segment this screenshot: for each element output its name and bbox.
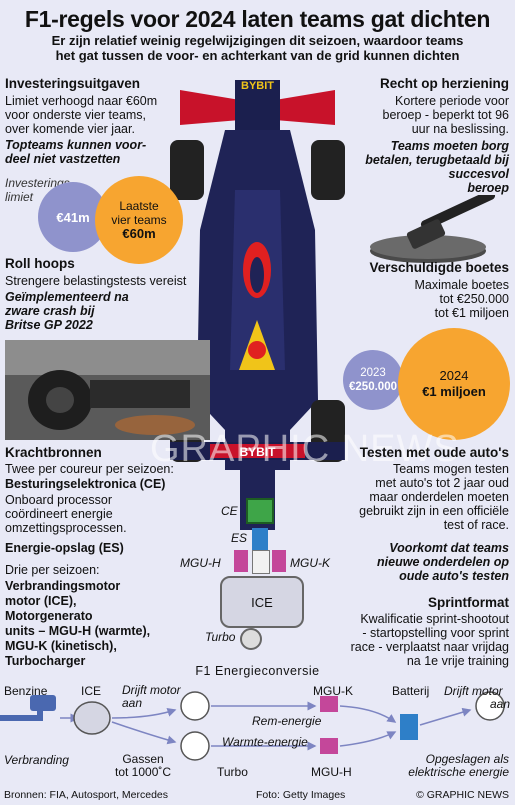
sprint-heading: Sprintformat [428,595,509,610]
invest-big-circle: Laatste vier teams €60m [95,176,183,264]
engine-es-label: ES [231,531,248,545]
mguk-icon [320,696,338,712]
gavel-icon [370,195,496,263]
power-line2: Drie per seizoen: [5,563,100,577]
testing-note: Voorkomt dat teams nieuwe onderdelen op … [377,541,509,583]
engine-ice-block: ICE [220,576,304,628]
flow-drijft1: Drijft motor aan [122,683,181,710]
mguk-unit-icon [272,550,286,572]
flow-mguk: MGU-K [313,684,353,698]
power-ce-text: Onboard processor coördineert energie om… [5,493,127,535]
fines-text: Maximale boetes tot €250.000 tot €1 milj… [414,278,510,320]
review-heading: Recht op herziening [379,76,509,91]
flow-opgeslagen: Opgeslagen als elektrische energie [408,752,509,779]
fuel-hose [0,708,43,721]
engine-turbo-label: Turbo [205,630,236,644]
fines-big-circle: 2024 €1 miljoen [398,328,510,440]
flow-rem: Rem-energie [252,714,322,728]
engine-mguh-label: MGU-H [180,556,221,570]
power-ce-heading: Besturingselektronica (CE) [5,477,166,491]
watermark: GRAPHIC NEWS [150,428,460,470]
rear-wing-left [180,90,240,125]
rear-wing-right [275,90,335,125]
flow-turbo: Turbo [217,765,248,779]
testing-heading: Testen met oude auto's [359,445,509,460]
flow-benzine: Benzine [4,684,48,698]
conversion-title: F1 Energieconversie [195,664,320,678]
flow-drijft2-b: aan [490,697,511,711]
car-sponsor-front: BYBIT [239,445,276,459]
flow-mguh: MGU-H [311,765,352,779]
power-es-heading: Energie-opslag (ES) [5,541,124,555]
ice-engine-icon [73,701,111,735]
car-sponsor-top: BYBIT [241,80,274,92]
fines-heading: Verschuldigde boetes [369,260,509,275]
mguh-icon [320,738,338,754]
f1-car-illustration [170,80,345,530]
rollhoops-text: Strengere belastingstests vereist [5,274,187,288]
rear-wing-center [235,80,280,130]
fuel-nozzle-icon [30,695,56,711]
mguh-unit-icon [234,550,248,572]
battery-icon [400,714,418,740]
drive-wheel-icon-1 [180,691,210,721]
drive-wheel-icon-2 [475,691,505,721]
engine-mguk-label: MGU-K [290,556,330,570]
rollhoops-heading: Roll hoops [5,256,75,271]
crash-photo [5,340,210,440]
engine-core-icon [252,550,270,574]
flow-gassen: Gassen tot 1000˚C [115,752,172,779]
rear-wheel-right [311,140,345,200]
footer-photo: Foto: Getty Images [256,789,346,801]
review-note: Teams moeten borg betalen, terugbetaald … [365,139,509,195]
turbo-icon [240,628,262,650]
conversion-diagram [0,691,505,761]
testing-text: Teams mogen testen met auto's tot 2 jaar… [359,462,509,532]
fines-small-circle: 2023 €250.000 [343,350,403,410]
ce-chip-icon [246,498,274,524]
power-heading: Krachtbronnen [5,445,102,460]
invest-text: Limiet verhoogd naar €60m voor onderste … [5,94,158,136]
sprint-text: Kwalificatie sprint-shootout - startopst… [350,612,509,668]
flow-warmte: Warmte-energie [222,735,308,749]
footer-credit: © GRAPHIC NEWS [416,789,509,801]
invest-heading: Investeringsuitgaven [5,76,141,91]
footer-sources: Bronnen: FIA, Autosport, Mercedes [4,789,169,801]
turbo-wheel-icon [180,731,210,761]
rear-wheel-left [170,140,204,200]
flow-drijft2: Drijft motor [444,684,503,698]
flow-verbranding: Verbranding [4,753,69,767]
page-title: F1-regels voor 2024 laten teams gat dich… [24,6,491,32]
subtitle: Er zijn relatief weinig regelwijzigingen… [51,33,464,63]
flow-ice: ICE [81,684,102,698]
invest-limit-label: Investerings- limiet [5,176,74,204]
review-text: Kortere periode voor beroep - beperkt to… [382,94,509,136]
rollhoops-note: Geïmplementeerd na zware crash bij Brits… [5,290,129,332]
engine-ce-label: CE [221,504,238,518]
flow-batterij: Batterij [392,684,430,698]
es-battery-icon [252,528,268,552]
power-line1: Twee per coureur per seizoen: [5,462,174,476]
invest-note: Topteams kunnen voor- deel niet vastzett… [5,138,147,166]
power-components: Verbrandingsmotor motor (ICE), Motorgene… [5,579,151,668]
